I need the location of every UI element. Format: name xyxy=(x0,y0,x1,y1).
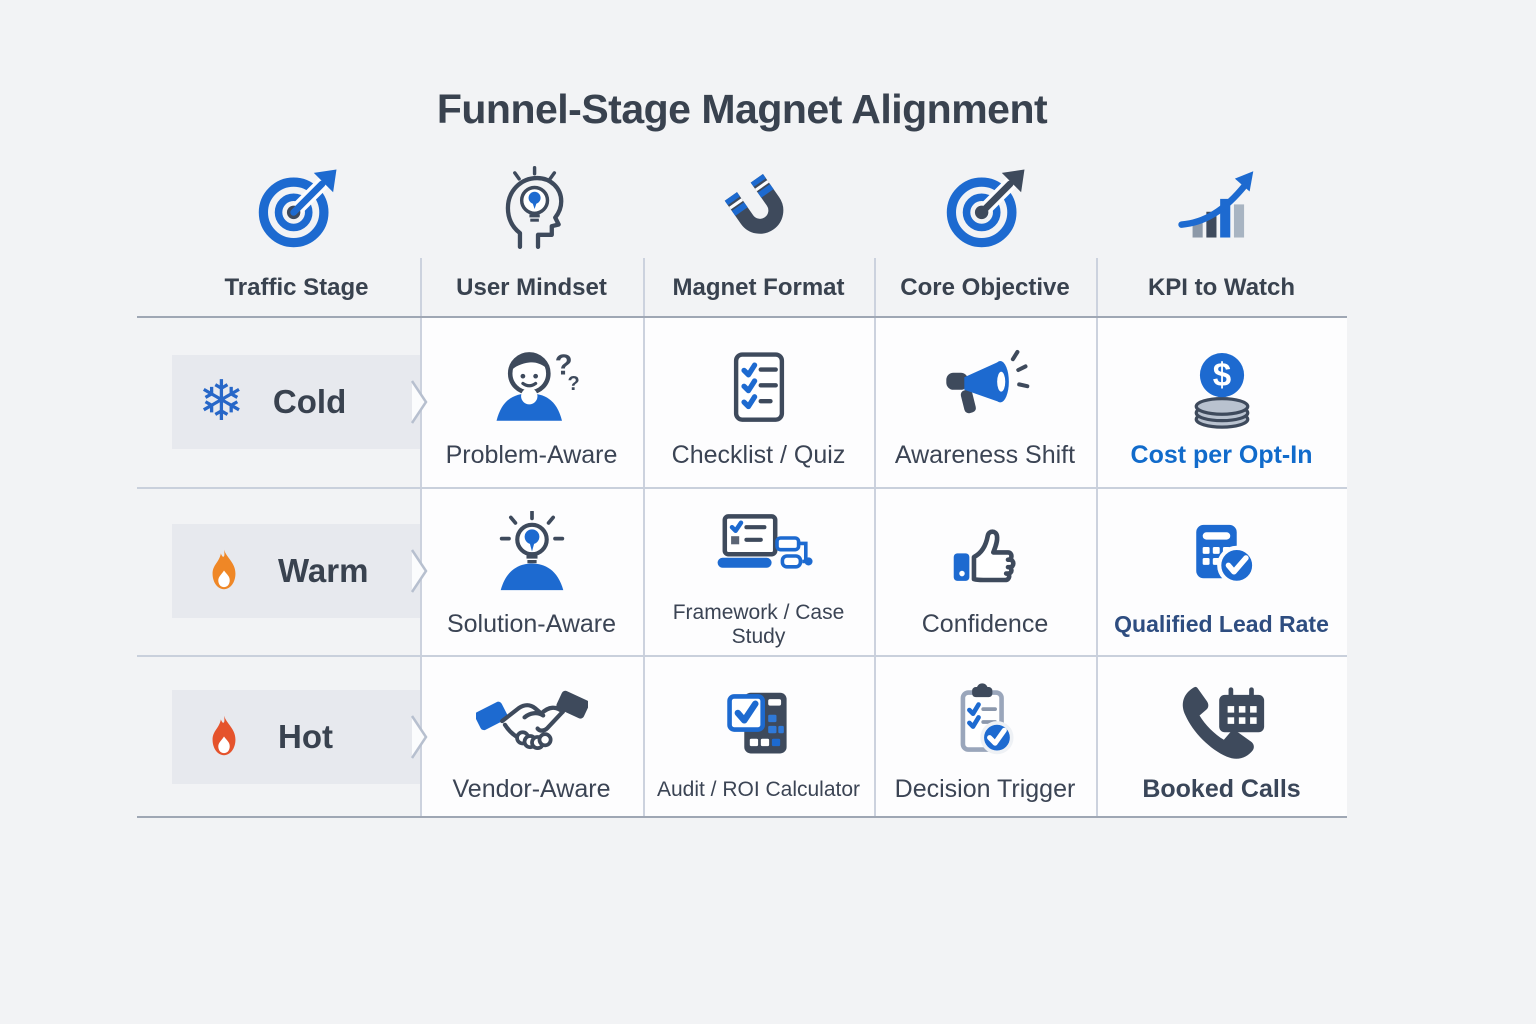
stage-row-warm: Warm xyxy=(137,487,428,655)
bottom-rule xyxy=(137,816,1347,818)
cell-label: Vendor-Aware xyxy=(452,775,611,804)
cell-objective-cold: Awareness Shift xyxy=(874,317,1096,487)
svg-text:$: $ xyxy=(1212,357,1230,394)
column-divider xyxy=(420,258,422,818)
alignment-table: Traffic Stage User Mindset Magnet Format… xyxy=(137,160,1347,818)
cell-kpi-cold: $ Cost per Opt-In xyxy=(1096,317,1347,487)
dollar-coins-icon: $ xyxy=(1176,339,1268,437)
stage-band-warm: Warm xyxy=(172,524,428,618)
stage-label: Hot xyxy=(278,717,333,755)
target-dart-icon xyxy=(874,160,1096,258)
megaphone-icon xyxy=(935,339,1035,437)
column-divider xyxy=(874,258,876,818)
stage-band-hot: Hot xyxy=(172,689,428,784)
head-lightbulb-icon xyxy=(420,160,643,258)
calculator-check-icon xyxy=(1176,509,1268,607)
column-header-magnet-format: Magnet Format xyxy=(672,273,845,301)
cell-label: Checklist / Quiz xyxy=(671,440,846,469)
cell-mindset-warm: Solution-Aware xyxy=(420,487,643,655)
cell-format-warm: Framework / Case Study xyxy=(643,487,874,655)
cell-label: Framework / Case Study xyxy=(672,601,845,648)
row-divider xyxy=(137,655,1347,657)
cell-mindset-cold: ? ? Problem-Aware xyxy=(420,317,643,487)
stage-label: Warm xyxy=(278,552,369,589)
cell-label: Qualified Lead Rate xyxy=(1114,610,1329,637)
chevron-right-icon xyxy=(410,549,428,593)
thumbs-up-icon xyxy=(939,508,1031,606)
phone-calendar-icon xyxy=(1170,673,1274,771)
cell-label: Audit / ROI Calculator xyxy=(656,778,861,802)
flame-icon xyxy=(212,715,236,755)
cell-label: Problem-Aware xyxy=(445,440,618,469)
magnet-icon xyxy=(643,160,874,258)
table-body-background xyxy=(420,317,1347,818)
roi-calculator-icon xyxy=(713,675,805,773)
svg-text:?: ? xyxy=(554,349,572,381)
cell-label: Solution-Aware xyxy=(446,609,617,638)
chevron-right-icon xyxy=(410,714,428,759)
handshake-icon xyxy=(475,673,588,771)
header-rule xyxy=(137,316,1347,318)
flame-icon xyxy=(212,549,236,590)
laptop-flowchart-icon xyxy=(704,498,814,596)
column-header-user-mindset: User Mindset xyxy=(456,273,607,301)
cell-label: Cost per Opt-In xyxy=(1130,440,1313,469)
cell-label: Booked Calls xyxy=(1142,775,1301,804)
stage-band-cold: ❄ Cold xyxy=(172,355,428,449)
column-header-kpi-to-watch: KPI to Watch xyxy=(1147,273,1296,301)
page-title: Funnel-Stage Magnet Alignment xyxy=(436,86,1048,132)
person-question-icon: ? ? xyxy=(482,339,582,437)
cell-label: Decision Trigger xyxy=(894,775,1076,804)
row-divider xyxy=(137,487,1347,489)
cell-format-cold: Checklist / Quiz xyxy=(643,317,874,487)
stage-row-hot: Hot xyxy=(137,655,428,818)
column-header-core-objective: Core Objective xyxy=(900,273,1070,301)
snowflake-icon: ❄ xyxy=(198,369,245,434)
cell-label: Awareness Shift xyxy=(894,440,1076,469)
cell-format-hot: Audit / ROI Calculator xyxy=(643,655,874,818)
cell-kpi-warm: Qualified Lead Rate xyxy=(1096,487,1347,655)
clipboard-check-icon xyxy=(939,673,1031,771)
growth-chart-icon xyxy=(1096,160,1347,258)
cell-objective-hot: Decision Trigger xyxy=(874,655,1096,818)
cell-mindset-hot: Vendor-Aware xyxy=(420,655,643,818)
svg-text:?: ? xyxy=(567,373,579,395)
stage-row-cold: ❄ Cold xyxy=(137,317,428,487)
cell-objective-warm: Confidence xyxy=(874,487,1096,655)
column-divider xyxy=(1096,258,1098,818)
chevron-right-icon xyxy=(410,380,428,424)
column-divider xyxy=(643,258,645,818)
cell-label: Confidence xyxy=(921,609,1049,638)
column-header-traffic-stage: Traffic Stage xyxy=(224,273,369,301)
target-arrow-icon xyxy=(137,160,420,258)
checklist-icon xyxy=(715,339,803,437)
cell-kpi-hot: Booked Calls xyxy=(1096,655,1347,818)
person-lightbulb-icon xyxy=(485,508,579,606)
stage-label: Cold xyxy=(272,383,347,420)
